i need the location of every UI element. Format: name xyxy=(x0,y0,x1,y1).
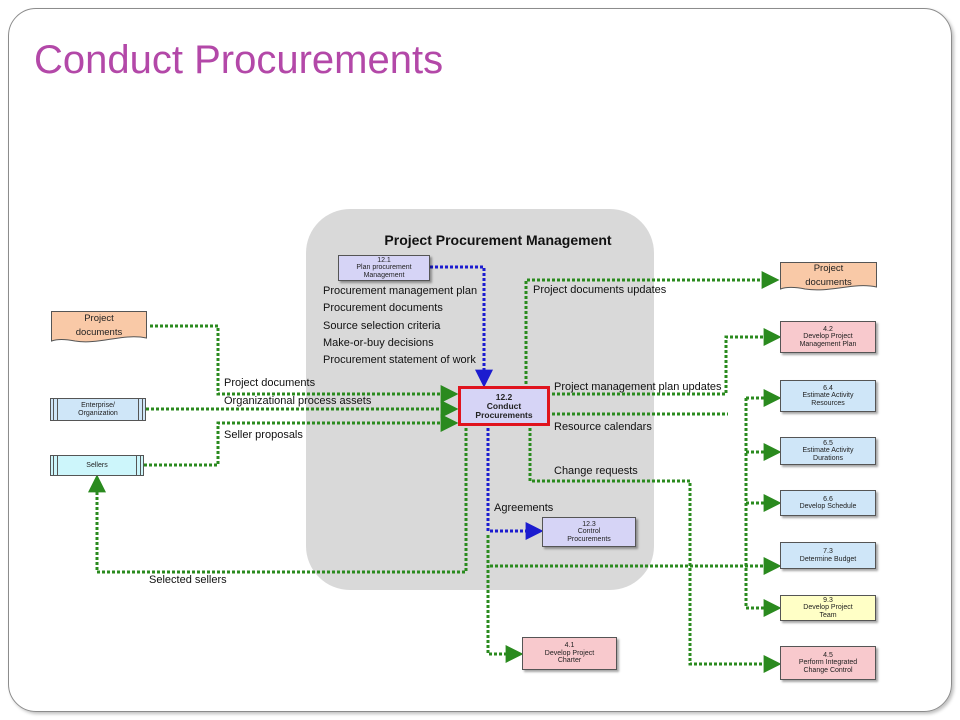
label-agreements: Agreements xyxy=(494,502,554,514)
process-4-2-develop-pmp[interactable]: 4.2 Develop Project Management Plan xyxy=(780,321,876,353)
input-source-selection-criteria: Source selection criteria xyxy=(323,320,441,332)
flow-project-documents-updates xyxy=(524,271,780,384)
label-project-documents: Project documents xyxy=(224,377,316,389)
flow-plan-to-conduct xyxy=(430,265,493,388)
entity-line2: Organization xyxy=(78,409,118,417)
process-number: 4.2 xyxy=(823,325,833,333)
document-line2: documents xyxy=(75,327,123,338)
process-name-line2: Management xyxy=(363,271,405,279)
label-pmp-updates: Project management plan updates xyxy=(554,381,722,393)
process-number: 12.2 xyxy=(495,391,513,402)
process-name-line2: Durations xyxy=(813,454,843,462)
document-line1: Project xyxy=(813,263,844,274)
process-number: 9.3 xyxy=(823,596,833,604)
entity-line1: Enterprise/ xyxy=(81,401,115,409)
flow-to-4-1 xyxy=(486,535,524,663)
process-6-6-develop-schedule[interactable]: 6.6 Develop Schedule xyxy=(780,490,876,516)
document-text: Project documents xyxy=(51,312,147,340)
process-name-line1: Conduct xyxy=(486,400,522,411)
process-name-line2: Resources xyxy=(811,399,845,407)
process-number: 12.1 xyxy=(377,256,391,264)
process-name-line1: Control xyxy=(577,528,601,536)
process-number: 6.4 xyxy=(823,384,833,392)
process-name-line1: Determine Budget xyxy=(799,555,857,563)
input-procurement-management-plan: Procurement management plan xyxy=(323,285,478,297)
process-name-line1: Develop Project xyxy=(803,333,853,341)
process-name-line2: Change Control xyxy=(803,666,853,674)
label-project-documents-updates: Project documents updates xyxy=(533,284,667,296)
process-name-line1: Perform Integrated xyxy=(798,659,858,667)
document-line1: Project xyxy=(84,313,114,324)
label-resource-calendars: Resource calendars xyxy=(554,421,652,433)
label-change-requests: Change requests xyxy=(554,465,638,477)
input-procurement-documents: Procurement documents xyxy=(323,302,443,314)
flow-agreements xyxy=(486,428,544,540)
input-make-or-buy-decisions: Make-or-buy decisions xyxy=(323,337,434,349)
entity-label: Sellers xyxy=(86,461,108,469)
process-number: 12.3 xyxy=(582,520,596,528)
process-number: 4.1 xyxy=(564,642,575,650)
process-4-1-develop-charter[interactable]: 4.1 Develop Project Charter xyxy=(522,637,617,670)
input-procurement-statement-of-work: Procurement statement of work xyxy=(323,354,476,366)
flow-selected-sellers xyxy=(88,428,468,574)
process-name-line1: Develop Project xyxy=(544,649,595,657)
process-name-line1: Estimate Activity xyxy=(802,447,854,455)
process-number: 7.3 xyxy=(823,548,833,555)
process-name-line2: Charter xyxy=(557,657,582,665)
process-name-line1: Plan procurement xyxy=(356,264,412,272)
process-number: 6.6 xyxy=(823,495,833,503)
process-12-2-conduct-procurements[interactable]: 12.2 Conduct Procurements xyxy=(458,386,550,426)
flow-seller-proposals-in xyxy=(144,414,459,467)
process-12-1-plan-procurement[interactable]: 12.1 Plan procurement Management xyxy=(338,255,430,281)
source-sellers[interactable]: Sellers xyxy=(50,455,144,476)
slide-frame xyxy=(8,8,952,712)
process-name-line1: Develop Schedule xyxy=(799,503,857,510)
source-project-documents[interactable]: Project documents xyxy=(51,311,147,345)
slide-title: Conduct Procurements xyxy=(34,38,444,82)
document-line2: documents xyxy=(805,277,852,288)
process-name-line1: Estimate Activity xyxy=(802,392,854,400)
process-4-5-integrated-change-control[interactable]: 4.5 Perform Integrated Change Control xyxy=(780,646,876,680)
process-number: 6.5 xyxy=(823,439,833,447)
process-name-line1: Develop Project xyxy=(803,604,853,612)
flow-project-documents-in xyxy=(150,324,459,403)
document-shape xyxy=(780,262,877,291)
flow-pmp-updates xyxy=(552,328,782,396)
target-project-documents[interactable]: Project documents xyxy=(780,262,877,292)
process-name-line2: Procurements xyxy=(567,535,611,543)
source-enterprise-organization[interactable]: Enterprise/ Organization xyxy=(50,398,146,421)
process-name-line2: Management Plan xyxy=(799,340,857,348)
document-shape xyxy=(51,311,147,343)
process-number: 4.5 xyxy=(823,651,833,659)
label-seller-proposals: Seller proposals xyxy=(224,429,303,441)
process-12-3-control-procurements[interactable]: 12.3 Control Procurements xyxy=(542,517,636,547)
group-title: Project Procurement Management xyxy=(384,232,612,248)
process-name-line2: Procurements xyxy=(475,409,533,420)
process-9-3-develop-team[interactable]: 9.3 Develop Project Team xyxy=(780,595,876,621)
flow-change-requests xyxy=(528,428,782,673)
process-6-4-estimate-resources[interactable]: 6.4 Estimate Activity Resources xyxy=(780,380,876,412)
process-7-3-determine-budget[interactable]: 7.3 Determine Budget xyxy=(780,542,876,569)
process-name-line2: Team xyxy=(819,611,837,619)
label-selected-sellers: Selected sellers xyxy=(149,574,227,586)
process-6-5-estimate-durations[interactable]: 6.5 Estimate Activity Durations xyxy=(780,437,876,465)
document-text: Project documents xyxy=(780,262,877,290)
label-organizational-process-assets: Organizational process assets xyxy=(224,395,372,407)
